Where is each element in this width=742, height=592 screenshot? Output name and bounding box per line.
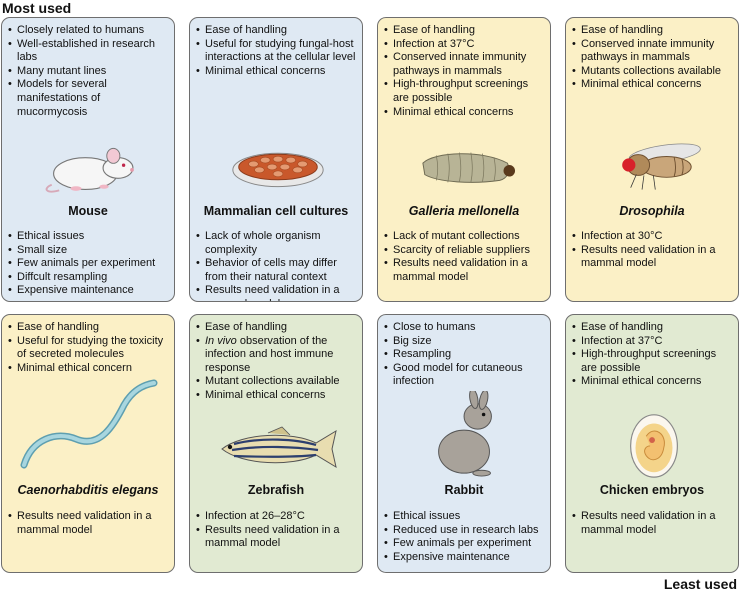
card-rabbit: Close to humansBig sizeResamplingGood mo… (377, 314, 551, 573)
mouse-illustration (45, 147, 134, 193)
limitation-item: Behavior of cells may differ from their … (196, 257, 358, 284)
limitation-item: Results need validation in a mammal mode… (384, 257, 546, 284)
advantage-item: Models for several manifestations of muc… (8, 78, 168, 119)
advantage-item: Minimal ethical concerns (572, 375, 734, 389)
limitation-item: Scarcity of reliable suppliers (384, 244, 546, 258)
cons-list: Results need validation in a mammal mode… (8, 510, 170, 537)
advantage-item: Ease of handling (384, 24, 546, 38)
card-chicken-embryos: Ease of handlingInfection at 37°CHigh-th… (565, 314, 739, 573)
advantage-item: Minimal ethical concerns (196, 389, 358, 403)
advantage-item: Ease of handling (572, 321, 734, 335)
card-title: Chicken embryos (599, 483, 705, 497)
limitation-item: Lack of whole organism complexity (196, 230, 358, 257)
advantage-item: Minimal ethical concerns (196, 65, 358, 79)
card-title: Mouse (68, 204, 108, 218)
card-drosophila: Ease of handlingConserved innate immunit… (565, 17, 739, 302)
limitation-item: Ethical issues (384, 510, 546, 524)
card-mammalian-cell-cultures: Ease of handlingUseful for studying fung… (189, 17, 363, 302)
limitation-item: Ethical issues (8, 230, 170, 244)
card-title: Drosophila (619, 204, 685, 218)
limitation-item: Reduced use in research labs (384, 524, 546, 538)
advantage-item: Ease of handling (8, 321, 170, 335)
larva-illustration (422, 152, 516, 183)
pros-list: Ease of handlingInfection at 37°CConserv… (384, 24, 546, 119)
limitation-item: Infection at 30°C (572, 230, 734, 244)
advantage-item: Close to humans (384, 321, 546, 335)
limitation-item: Few animals per experiment (8, 257, 170, 271)
pros-list: Ease of handlingConserved innate immunit… (572, 24, 734, 92)
pros-list: Closely related to humansWell-establishe… (8, 24, 168, 119)
cons-list: Infection at 30°CResults need validation… (572, 230, 734, 271)
card-mouse: Closely related to humansWell-establishe… (1, 17, 175, 302)
advantage-item: Conserved innate immunity pathways in ma… (384, 51, 546, 78)
advantage-item: Useful for studying the toxicity of secr… (8, 335, 170, 362)
advantage-item: Infection at 37°C (572, 335, 734, 349)
limitation-item: Results need validation in a mammal mode… (196, 524, 358, 551)
card-title: Rabbit (444, 483, 484, 497)
advantage-item: Minimal ethical concerns (572, 78, 734, 92)
egg-embryo-illustration (630, 414, 678, 478)
cons-list: Lack of mutant collectionsScarcity of re… (384, 230, 546, 284)
limitation-item: Few animals per experiment (384, 537, 546, 551)
limitation-item: Results need validation in a mammal mode… (572, 510, 734, 537)
limitation-item: Infection at 26–28°C (196, 510, 358, 524)
pros-list: Ease of handlingUseful for studying the … (8, 321, 170, 375)
advantage-item: High-throughput screenings are possible (572, 348, 734, 375)
card-title: Mammalian cell cultures (203, 204, 349, 218)
card-title: Zebrafish (247, 483, 305, 497)
limitation-item: Results need validation in a mammal mode… (572, 244, 734, 271)
advantage-item: Closely related to humans (8, 24, 168, 38)
card-zebrafish: Ease of handlingIn vivo observation of t… (189, 314, 363, 573)
advantage-item: Minimal ethical concerns (384, 106, 546, 120)
limitation-item: Expensive maintenance (384, 551, 546, 565)
advantage-item: Mutants collections available (572, 65, 734, 79)
fly-illustration (622, 143, 701, 190)
cons-list: Lack of whole organism complexityBehavio… (196, 230, 358, 301)
zebrafish-illustration (221, 426, 337, 469)
limitation-item: Results need validation in a mammal mode… (8, 510, 170, 537)
limitation-item: Expensive maintenance (8, 284, 170, 298)
advantage-item: Minimal ethical concern (8, 362, 170, 376)
pros-list: Close to humansBig sizeResamplingGood mo… (384, 321, 546, 389)
advantage-item: High-throughput screenings are possible (384, 78, 546, 105)
card-galleria-mellonella: Ease of handlingInfection at 37°CConserv… (377, 17, 551, 302)
cons-list: Infection at 26–28°CResults need validat… (196, 510, 358, 551)
cons-list: Ethical issuesSmall sizeFew animals per … (8, 230, 170, 298)
least-used-label: Least used (663, 576, 737, 592)
advantage-item: Resampling (384, 348, 546, 362)
limitation-item: Results need validation in a mammal mode… (196, 284, 358, 301)
advantage-item: Ease of handling (196, 24, 358, 38)
advantage-item: Conserved innate immunity pathways in ma… (572, 38, 734, 65)
advantage-item: Infection at 37°C (384, 38, 546, 52)
advantage-item: Mutant collections available (196, 375, 358, 389)
advantage-item: Well-established in research labs (8, 38, 168, 65)
advantage-item: Many mutant lines (8, 65, 168, 79)
limitation-item: Diffcult resampling (8, 271, 170, 285)
advantage-item: Big size (384, 335, 546, 349)
card-title: Caenorhabditis elegans (17, 483, 159, 497)
pros-list: Ease of handlingInfection at 37°CHigh-th… (572, 321, 734, 389)
card-caenorhabditis-elegans: Ease of handlingUseful for studying the … (1, 314, 175, 573)
advantage-item: Ease of handling (196, 321, 358, 335)
advantage-item: Ease of handling (572, 24, 734, 38)
most-used-label: Most used (2, 0, 72, 16)
advantage-item: Good model for cutaneous infection (384, 362, 546, 389)
pros-list: Ease of handlingIn vivo observation of t… (196, 321, 358, 403)
cons-list: Results need validation in a mammal mode… (572, 510, 734, 537)
card-title: Galleria mellonella (408, 204, 520, 218)
advantage-item: Useful for studying fungal-host interact… (196, 38, 358, 65)
limitation-item: Lack of mutant collections (384, 230, 546, 244)
petri-dish-illustration (232, 152, 324, 188)
advantage-item: In vivo observation of the infection and… (196, 335, 358, 376)
rabbit-illustration (438, 391, 492, 477)
worm-illustration (20, 379, 158, 469)
cons-list: Ethical issuesReduced use in research la… (384, 510, 546, 564)
limitation-item: Small size (8, 244, 170, 258)
pros-list: Ease of handlingUseful for studying fung… (196, 24, 358, 78)
